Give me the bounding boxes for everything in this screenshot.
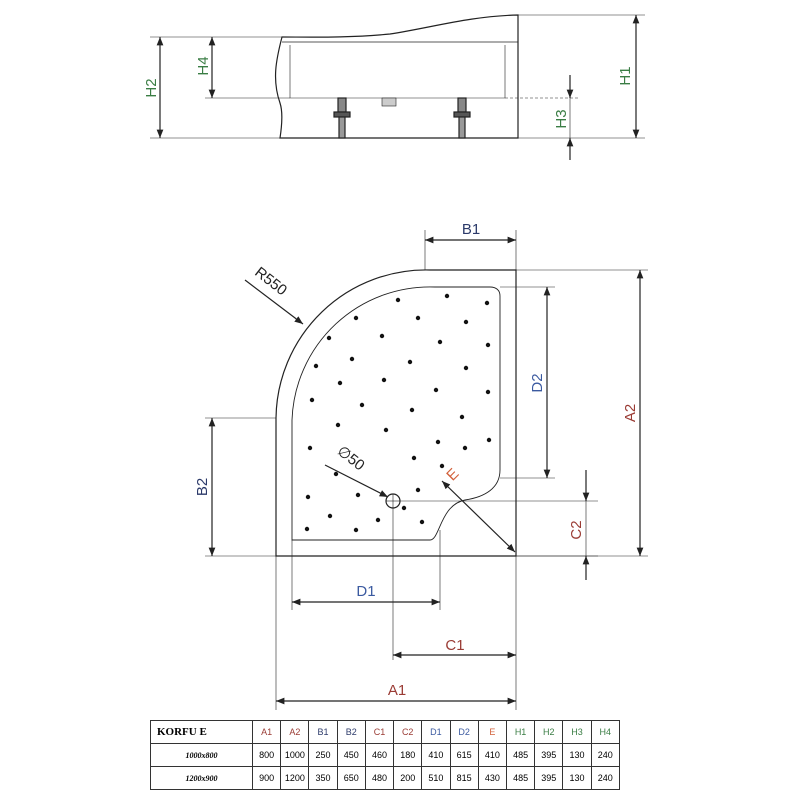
size-cell: 1000x800 — [150, 743, 253, 767]
table-row: 1200x900 900 1200 350 650 480 200 510 81… — [150, 766, 621, 790]
tray-side-profile — [274, 14, 519, 139]
drain-leader — [324, 464, 389, 498]
tray-inner-basin — [289, 45, 506, 99]
table-cell: 800 — [251, 743, 282, 767]
table-cell: 615 — [449, 743, 479, 767]
table-cell: 510 — [421, 766, 451, 790]
table-cell: 410 — [421, 743, 451, 767]
c2-label: C2 — [568, 520, 585, 539]
table-header-cell: A1 — [251, 720, 282, 744]
table-header-cell: H3 — [562, 720, 592, 744]
table-cell: 430 — [477, 766, 507, 790]
table-cell: 815 — [449, 766, 479, 790]
table-cell: 130 — [562, 766, 592, 790]
model-name: KORFU E — [150, 720, 253, 744]
anti-slip-dots — [304, 293, 492, 533]
table-row: 1000x800 800 1000 250 450 460 180 410 61… — [150, 743, 621, 767]
technical-drawing: H2 H4 H1 H3 — [143, 14, 648, 710]
h1-label: H1 — [617, 66, 634, 85]
table-cell: 485 — [505, 766, 536, 790]
h4-label: H4 — [195, 56, 212, 75]
radius-leader — [244, 279, 304, 325]
table-cell: 485 — [505, 743, 536, 767]
table-cell: 410 — [477, 743, 507, 767]
table-cell: 395 — [534, 766, 564, 790]
table-header-cell: A2 — [280, 720, 310, 744]
table-cell: 180 — [393, 743, 423, 767]
table-cell: 900 — [251, 766, 282, 790]
table-header-row: KORFU E A1 A2 B1 B2 C1 C2 D1 D2 E H1 H2 … — [150, 720, 621, 744]
drain-trap — [381, 97, 397, 107]
table-header-cell: H1 — [505, 720, 536, 744]
c1-label: C1 — [445, 637, 464, 654]
table-cell: 350 — [308, 766, 338, 790]
b2-label: B2 — [194, 478, 211, 496]
radius-label: R550 — [251, 264, 290, 299]
table-cell: 1200 — [280, 766, 310, 790]
adjustable-foot-right — [453, 97, 471, 139]
plan-view — [205, 230, 648, 710]
table-cell: 395 — [534, 743, 564, 767]
d2-label: D2 — [529, 373, 546, 392]
table-cell: 240 — [590, 743, 621, 767]
tray-outer-outline — [275, 269, 517, 557]
table-header-cell: D1 — [421, 720, 451, 744]
e-dimension-line — [441, 480, 516, 553]
table-header-cell: C1 — [364, 720, 395, 744]
table-cell: 240 — [590, 766, 621, 790]
table-header-cell: H2 — [534, 720, 564, 744]
table-header-cell: B2 — [336, 720, 366, 744]
side-view — [150, 14, 645, 160]
table-cell: 650 — [336, 766, 366, 790]
a2-label: A2 — [622, 404, 639, 422]
h2-label: H2 — [143, 78, 160, 97]
table-header-cell: H4 — [590, 720, 621, 744]
table-cell: 460 — [364, 743, 395, 767]
table-header-cell: D2 — [449, 720, 479, 744]
d1-label: D1 — [356, 583, 375, 600]
table-header-cell: B1 — [308, 720, 338, 744]
adjustable-foot-left — [333, 97, 351, 139]
size-cell: 1200x900 — [150, 766, 253, 790]
table-cell: 480 — [364, 766, 395, 790]
table-cell: 450 — [336, 743, 366, 767]
dimension-table: KORFU E A1 A2 B1 B2 C1 C2 D1 D2 E H1 H2 … — [150, 720, 621, 790]
table-cell: 200 — [393, 766, 423, 790]
table-cell: 130 — [562, 743, 592, 767]
h3-label: H3 — [553, 109, 570, 128]
table-cell: 250 — [308, 743, 338, 767]
table-header-cell: E — [477, 720, 507, 744]
table-header-cell: C2 — [393, 720, 423, 744]
b1-label: B1 — [462, 221, 480, 238]
a1-label: A1 — [388, 682, 406, 699]
table-cell: 1000 — [280, 743, 310, 767]
